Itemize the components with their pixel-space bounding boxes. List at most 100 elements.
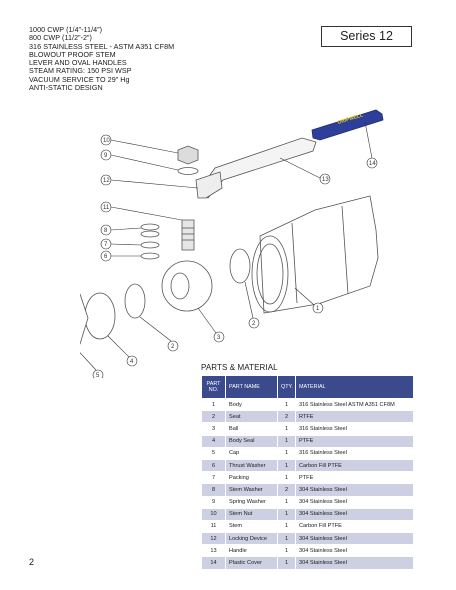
cell-qty: 1 xyxy=(277,544,296,558)
header-part-name: PART NAME xyxy=(225,375,278,399)
callout-6: 6 xyxy=(100,250,141,262)
cell-material: RTFE xyxy=(295,410,414,424)
callout-9: 9 xyxy=(100,149,179,171)
cell-no: 5 xyxy=(201,446,226,460)
thrust-washer xyxy=(140,252,160,260)
cell-no: 7 xyxy=(201,471,226,485)
cell-qty: 1 xyxy=(277,471,296,485)
svg-text:12: 12 xyxy=(103,178,110,184)
callout-7: 7 xyxy=(100,238,142,250)
cell-name: Plastic Cover xyxy=(225,556,278,570)
cell-material: 304 Stainless Steel xyxy=(295,556,414,570)
cell-material: PTFE xyxy=(295,471,414,485)
callout-4: 4 xyxy=(107,335,138,367)
callout-13: 13 xyxy=(279,157,331,185)
svg-text:14: 14 xyxy=(369,161,376,167)
cell-qty: 1 xyxy=(277,434,296,448)
cell-name: Stem xyxy=(225,519,278,534)
plastic-cover xyxy=(311,109,384,141)
svg-text:2: 2 xyxy=(171,344,175,350)
cell-no: 1 xyxy=(201,397,226,412)
cell-material: 304 Stainless Steel xyxy=(295,483,414,497)
spring-washer xyxy=(177,167,199,175)
callout-3: 3 xyxy=(197,307,225,343)
svg-text:7: 7 xyxy=(104,242,108,248)
seat xyxy=(124,283,146,319)
cell-no: 14 xyxy=(201,556,226,570)
spec-line: LEVER AND OVAL HANDLES xyxy=(29,58,127,68)
callout-5: 5 xyxy=(80,352,104,378)
valve-body xyxy=(259,195,379,314)
cell-material: 304 Stainless Steel xyxy=(295,507,414,521)
cell-material: 304 Stainless Steel xyxy=(295,532,414,546)
parts-material-title: PARTS & MATERIAL xyxy=(201,363,278,372)
callout-10: 10 xyxy=(100,134,179,154)
cell-name: Body xyxy=(225,397,278,412)
cell-no: 8 xyxy=(201,483,226,497)
stem-washer xyxy=(140,223,160,231)
svg-text:2: 2 xyxy=(252,321,256,327)
cell-qty: 2 xyxy=(277,483,296,497)
cell-qty: 1 xyxy=(277,446,296,460)
header-qty: QTY. xyxy=(277,375,296,399)
cell-name: Seat xyxy=(225,410,278,424)
stem-nut xyxy=(177,145,199,165)
cell-name: Body Seal xyxy=(225,434,278,448)
callout-12: 12 xyxy=(100,174,199,189)
svg-text:9: 9 xyxy=(104,153,108,159)
body-seal xyxy=(84,292,116,340)
spec-line: STEAM RATING: 150 PSI WSP xyxy=(29,66,132,76)
cell-qty: 1 xyxy=(277,519,296,534)
cell-no: 11 xyxy=(201,519,226,534)
packing xyxy=(140,241,160,249)
cell-no: 6 xyxy=(201,458,226,473)
stem-washer xyxy=(140,230,160,238)
svg-text:3: 3 xyxy=(217,335,221,341)
cell-name: Locking Device xyxy=(225,532,278,546)
cell-qty: 2 xyxy=(277,410,296,424)
svg-text:13: 13 xyxy=(322,177,329,183)
callout-8: 8 xyxy=(100,224,142,236)
svg-text:8: 8 xyxy=(104,228,108,234)
cell-qty: 1 xyxy=(277,507,296,521)
callout-2: 2 xyxy=(139,316,179,352)
cell-no: 13 xyxy=(201,544,226,558)
callout-14: 14 xyxy=(364,121,378,169)
cell-no: 12 xyxy=(201,532,226,546)
cell-qty: 1 xyxy=(277,532,296,546)
cell-material: PTFE xyxy=(295,434,414,448)
page-number: 2 xyxy=(29,557,35,567)
cell-qty: 1 xyxy=(277,458,296,473)
svg-text:11: 11 xyxy=(103,205,110,211)
cell-qty: 1 xyxy=(277,495,296,509)
svg-text:6: 6 xyxy=(104,254,108,260)
cell-material: Carbon Fill PTFE xyxy=(295,519,414,534)
exploded-valve-diagram: GRIPWELL 10 9 12 11 8 7 6 13 14 1 2 2 3 … xyxy=(80,109,384,378)
cell-name: Handle xyxy=(225,544,278,558)
cell-material: 316 Stainless Steel xyxy=(295,446,414,460)
callout-1: 1 xyxy=(294,287,324,314)
cell-name: Thrust Washer xyxy=(225,458,278,473)
ball xyxy=(161,260,213,312)
cell-qty: 1 xyxy=(277,556,296,570)
cell-no: 9 xyxy=(201,495,226,509)
series-label: Series 12 xyxy=(321,26,412,47)
header-material: MATERIAL xyxy=(295,375,414,399)
cell-no: 10 xyxy=(201,507,226,521)
svg-text:4: 4 xyxy=(130,359,134,365)
cell-material: 316 Stainless Steel ASTM A351 CF8M xyxy=(295,397,414,412)
cell-name: Ball xyxy=(225,422,278,436)
